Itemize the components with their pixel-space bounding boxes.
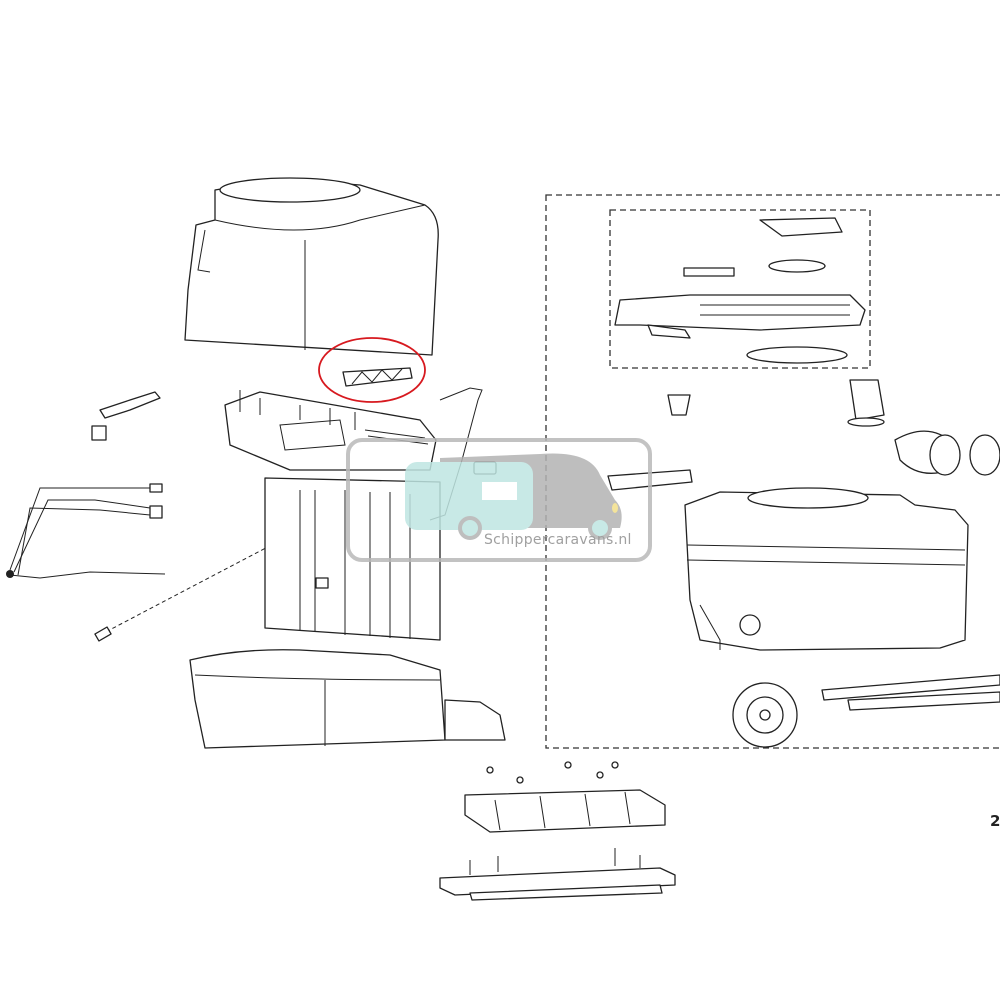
watermark-logo — [346, 438, 652, 562]
highlighted-part — [318, 337, 426, 403]
bracket-parts — [91, 391, 161, 441]
mounting-rails — [439, 761, 676, 901]
watermark-text: Schippercaravans.nl — [484, 532, 632, 548]
lower-base — [189, 649, 506, 749]
waste-tank — [684, 487, 969, 651]
highlight-circle — [318, 337, 426, 403]
upper-housing — [184, 177, 439, 356]
flush-kit-parts — [614, 217, 866, 364]
wiring-harness — [6, 483, 301, 642]
pump-assembly — [224, 387, 497, 641]
subkit-boundary-dashed — [609, 209, 871, 369]
valve-parts — [607, 379, 1000, 491]
part-number-label: 2 — [990, 812, 1000, 830]
wheel-and-rods — [732, 674, 1000, 748]
kit-boundary-dashed — [545, 194, 1000, 749]
